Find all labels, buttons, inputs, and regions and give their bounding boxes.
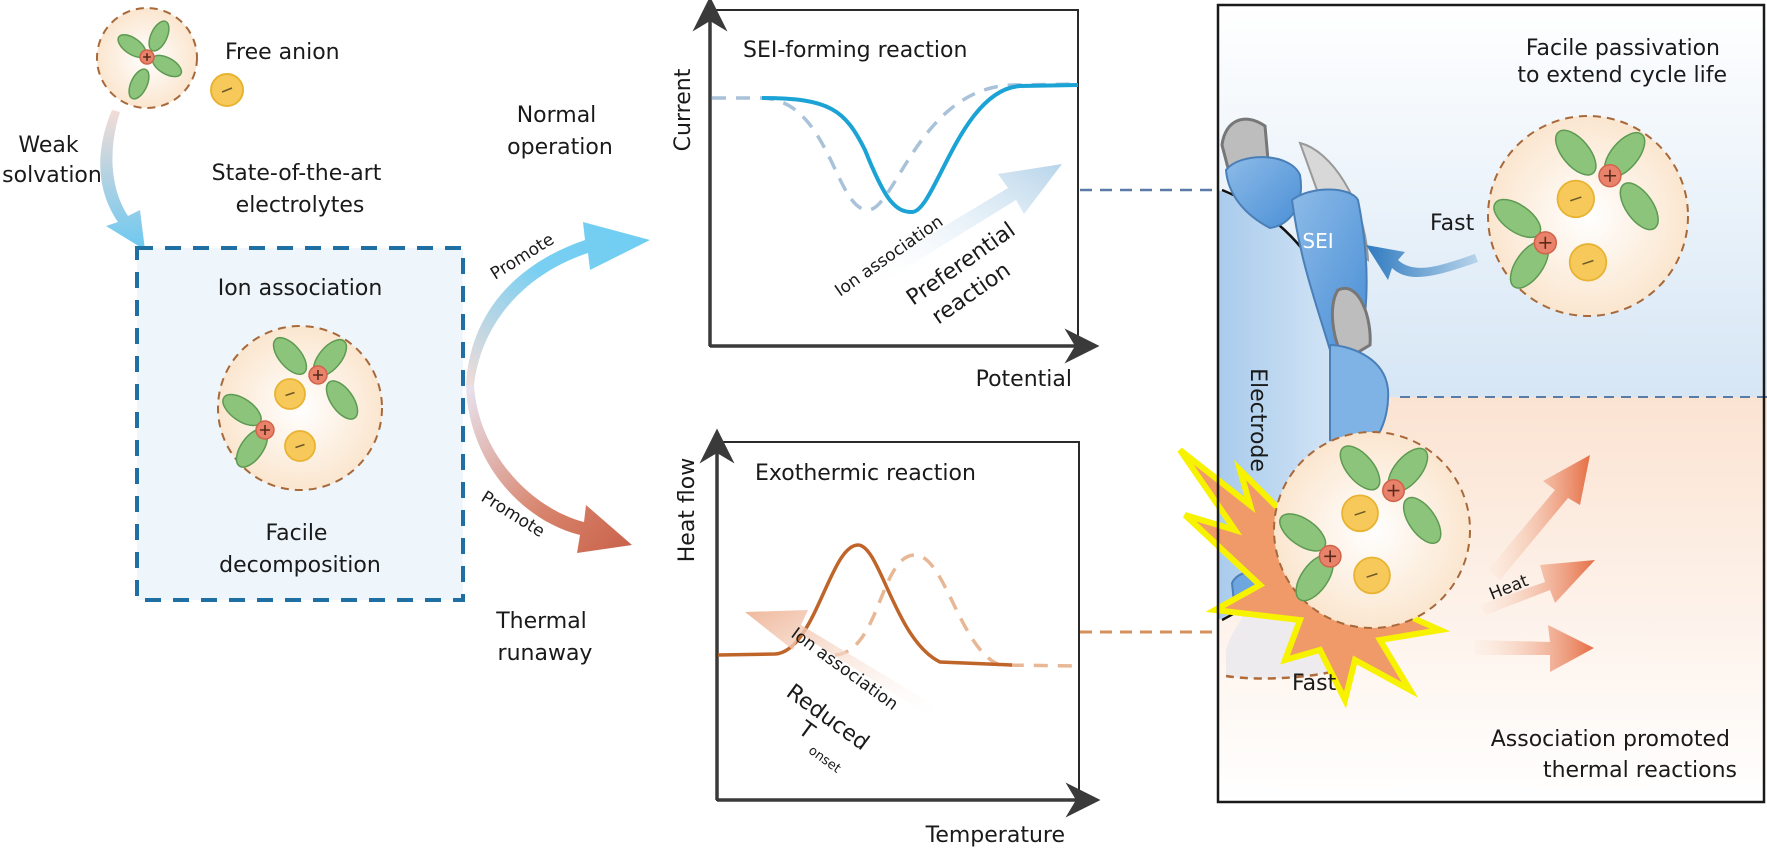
sei-label: SEI [1302,229,1333,253]
plus-icon [1603,169,1616,182]
facile-decomposition-label: Facile decomposition [219,521,381,578]
state-of-art-label: State-of-the-art electrolytes [212,161,389,218]
solvent-molecule [1554,129,1597,176]
plus-icon [1539,236,1552,249]
solvent-molecule [128,68,150,100]
sei-y-label: Current [671,68,696,151]
plus-icon [143,53,151,61]
minus-icon [1570,196,1582,202]
exo-y-label: Heat flow [675,458,700,563]
associated-ion-cluster [217,325,383,491]
fast-label-bottom: Fast [1292,671,1337,696]
sei-curve-associated [712,82,1079,212]
reaction-zone-outline [1225,668,1341,680]
interface-panel: Electrode SEI Facile passivation to exte… [1177,3,1767,804]
plus-icon [1387,484,1400,497]
electrode-label: Electrode [1245,368,1270,472]
solvent-molecule [1402,496,1442,545]
heat-arrow-up [1488,455,1590,580]
solvent-molecule [148,20,170,52]
thermal-runaway-label: Thermal runaway [495,609,594,666]
free-ion-cluster [96,7,198,109]
promote-arrow-top [466,222,650,385]
weak-solvation-label: Weak solvation [2,133,102,188]
exo-chart-title: Exothermic reaction [755,461,976,486]
minus-icon [1366,572,1378,578]
solvent-molecule [325,380,359,420]
solvent-molecule [1339,445,1381,491]
sei-grey-particle [1330,286,1372,363]
exo-curve-baseline [834,553,1081,668]
exo-x-label: Temperature [925,823,1065,848]
minus-icon [295,443,305,449]
ion-association-arrow-top [875,164,1062,282]
minus-icon [1582,259,1594,265]
passivation-ion-cluster [1487,115,1689,317]
exo-curve-associated [717,543,1013,667]
minus-icon [285,391,295,397]
normal-operation-label: Normal operation [507,103,613,160]
plus-icon [1324,550,1337,563]
free-anion [210,73,244,107]
weak-solvation-arrow [100,110,145,250]
heat-arrow-right [1475,625,1594,672]
sei-curve-baseline [761,83,1079,215]
plus-icon [313,370,323,380]
passivation-caption: Facile passivation to extend cycle life [1517,36,1727,88]
sei-chart: SEI-forming reaction Current Potential I… [671,0,1100,392]
plus-icon [260,425,270,435]
minus-icon [1354,510,1366,516]
interface-panel-frame [1216,3,1766,804]
thermal-caption: Association promoted thermal reactions [1491,727,1737,783]
minus-icon [221,87,233,93]
solvent-molecule [1619,182,1659,231]
ion-association-arrow-bottom [745,610,934,715]
thermal-ion-cluster [1273,431,1471,629]
sei-x-label: Potential [976,367,1072,392]
ion-association-title: Ion association [218,276,383,301]
fast-passivation-arrow [1366,245,1478,280]
fast-label-top: Fast [1430,211,1475,236]
free-anion-label: Free anion [225,40,340,65]
exothermic-chart: Exothermic reaction Heat flow Temperatur… [675,428,1101,848]
solvent-molecule [272,336,308,376]
heat-arrow-mid [1480,560,1595,615]
promote-arrow-bottom [466,385,632,553]
sei-chart-title: SEI-forming reaction [743,38,967,63]
sei-grey-particle [1220,117,1270,170]
